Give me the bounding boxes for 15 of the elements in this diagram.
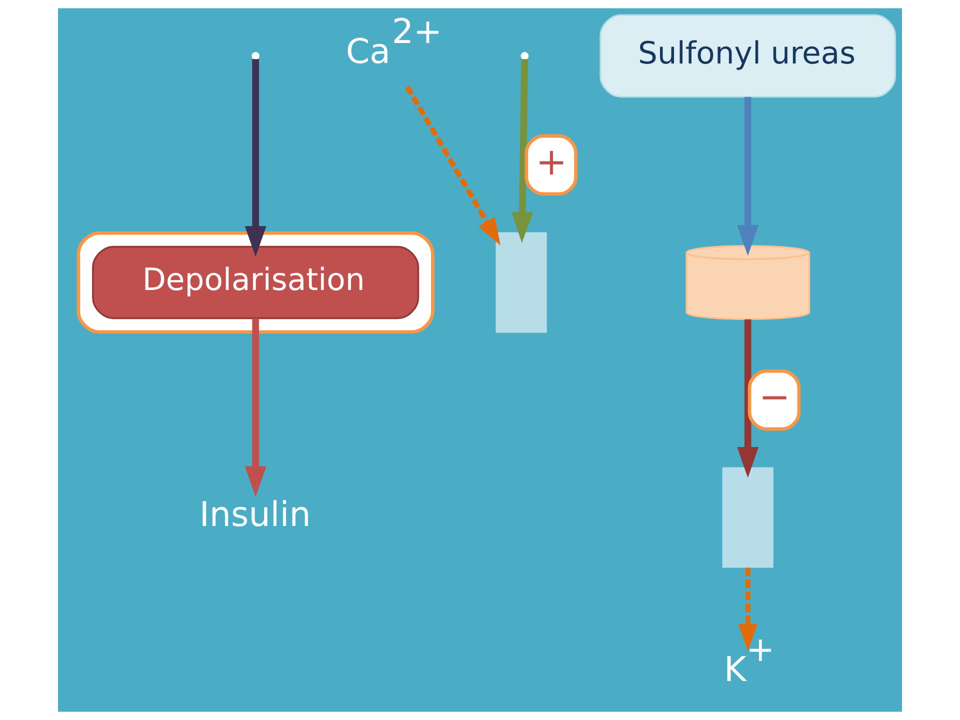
arrow [512, 59, 534, 243]
arrow [244, 59, 266, 257]
arrow [737, 97, 759, 256]
cluster [76, 231, 434, 334]
edge-label: + [536, 140, 568, 184]
node-box [496, 232, 547, 333]
arrow [405, 86, 500, 246]
node-text: Insulin [199, 495, 311, 536]
node-box [722, 467, 774, 568]
node-box: Sulfonyl ureas [600, 14, 896, 98]
node-box: Depolarisation [92, 246, 420, 320]
arrow [244, 318, 266, 497]
edge-label: − [758, 374, 790, 419]
arrow [738, 568, 758, 652]
arrow [737, 319, 759, 478]
